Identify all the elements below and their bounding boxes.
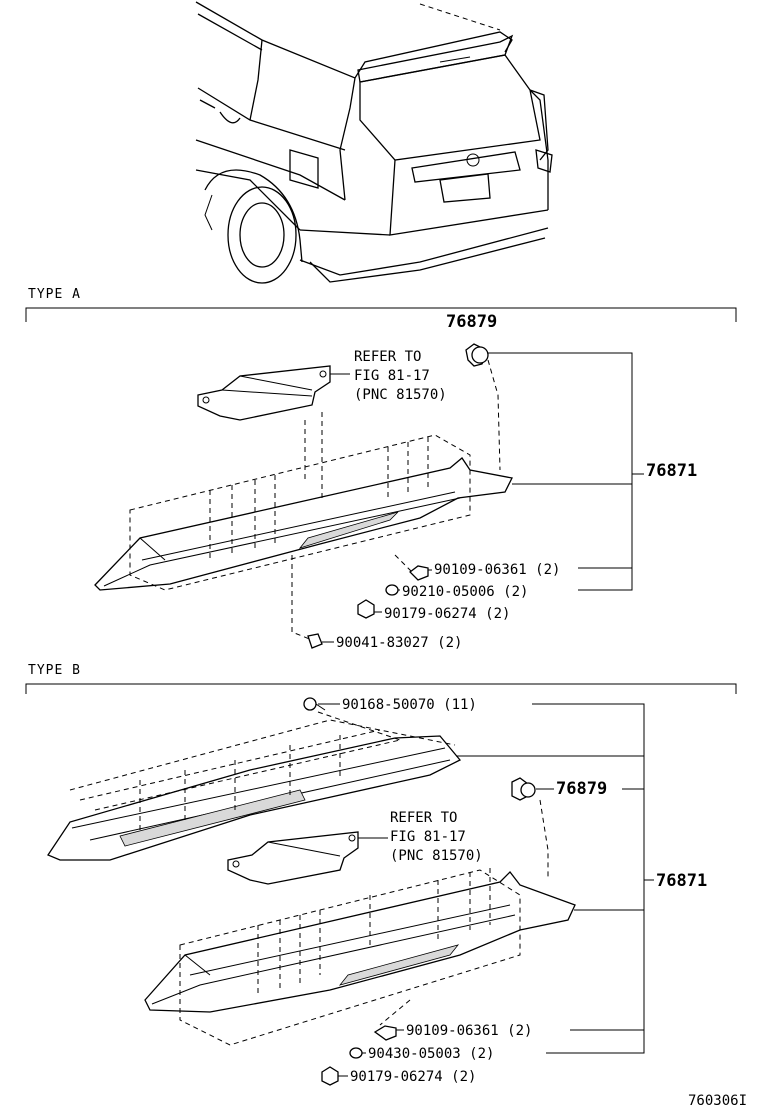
type-a-mount-lines	[129, 412, 471, 641]
svg-text:FIG 81-17: FIG 81-17	[354, 368, 430, 384]
diagram-id: 760306I	[688, 1093, 747, 1109]
type-b-label-spoiler: 76871	[656, 871, 707, 891]
type-a-leaders	[322, 352, 644, 643]
type-b-clip-top	[69, 697, 456, 830]
type-b-title: TYPE B	[28, 663, 81, 678]
type-a-label-clip: 76879	[446, 312, 497, 332]
type-a-label-spoiler: 76871	[646, 461, 697, 481]
type-a-label-screw: 90109-06361 (2)	[434, 562, 560, 578]
type-b-label-clip-top: 90168-50070 (11)	[342, 697, 477, 713]
type-b-spoiler	[144, 871, 576, 1013]
type-a-label-nut: 90179-06274 (2)	[384, 606, 510, 622]
type-a-title: TYPE A	[28, 287, 81, 302]
type-b-bracket	[25, 683, 737, 694]
type-a-hardware	[307, 565, 429, 649]
svg-text:(PNC 81570): (PNC 81570)	[354, 387, 447, 403]
type-a-clip-76879	[465, 343, 501, 471]
type-b-label-clip-side: 76879	[556, 779, 607, 799]
type-a-bracket	[25, 307, 737, 322]
type-b-clip-76879	[511, 777, 549, 880]
type-b-label-washer: 90430-05003 (2)	[368, 1046, 494, 1062]
svg-text:FIG 81-17: FIG 81-17	[390, 829, 466, 845]
type-a-stop-lamp	[197, 365, 350, 421]
type-b-upper-panel	[47, 735, 462, 861]
type-b-label-screw: 90109-06361 (2)	[406, 1023, 532, 1039]
type-a-refer-note: REFER TO FIG 81-17 (PNC 81570)	[354, 349, 447, 403]
type-b-label-nut: 90179-06274 (2)	[350, 1069, 476, 1085]
vehicle-rear-illustration	[195, 1, 553, 284]
type-b-leaders	[318, 703, 654, 1077]
type-b-mount-lines	[179, 868, 521, 1046]
svg-text:REFER TO: REFER TO	[390, 810, 457, 826]
type-b-hardware	[321, 1025, 397, 1086]
type-b-stop-lamp	[227, 831, 388, 885]
type-a-label-clip-bottom: 90041-83027 (2)	[336, 635, 462, 651]
type-a-label-washer: 90210-05006 (2)	[402, 584, 528, 600]
type-b-refer-note: REFER TO FIG 81-17 (PNC 81570)	[390, 810, 483, 864]
svg-text:(PNC 81570): (PNC 81570)	[390, 848, 483, 864]
svg-text:REFER TO: REFER TO	[354, 349, 421, 365]
